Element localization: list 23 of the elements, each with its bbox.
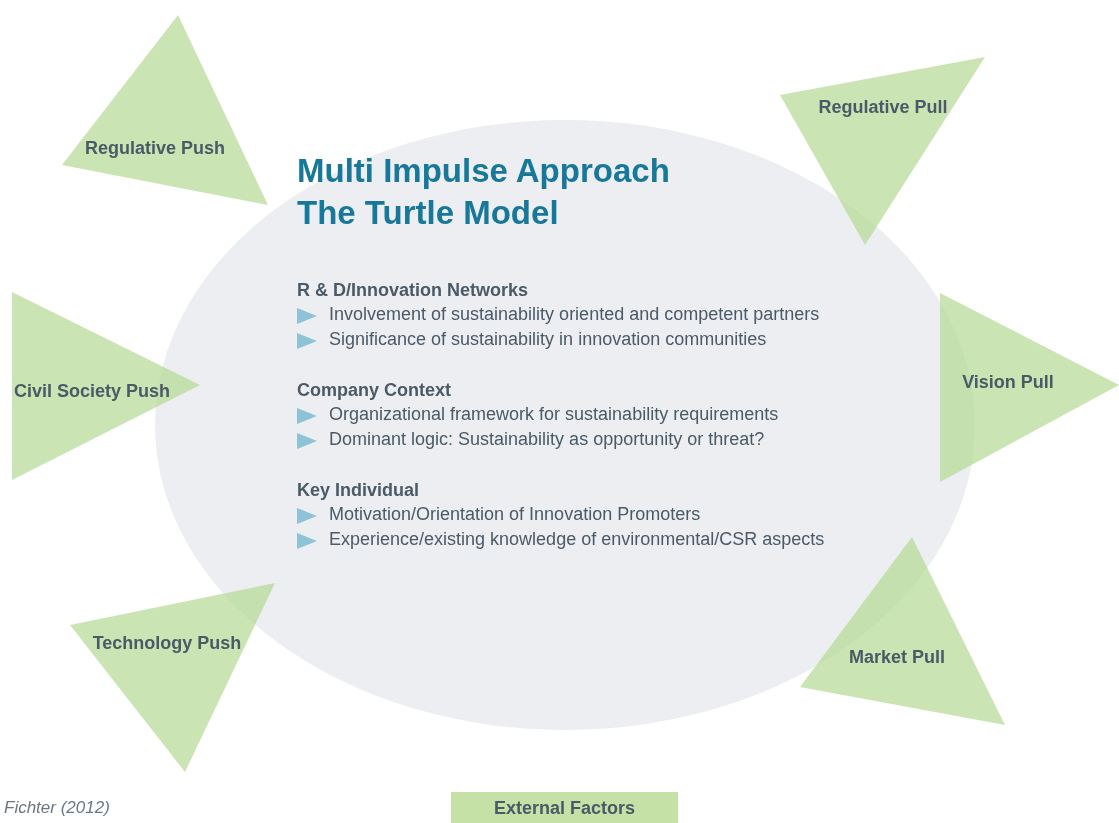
factor-label: Technology Push xyxy=(92,632,242,654)
triangle-shape xyxy=(62,15,268,205)
section-heading: Key Individual xyxy=(297,480,420,501)
bullet-text: Dominant logic: Sustainability as opportunity or threat? xyxy=(329,429,765,450)
factor-label: Civil Society Push xyxy=(13,380,171,402)
bullet-text: Organizational framework for sustainability requirements xyxy=(329,404,779,425)
bullet-text: Experience/existing knowledge of environmental/CSR aspects xyxy=(329,529,825,550)
factor-label: Vision Pull xyxy=(962,371,1054,393)
section-heading: Company Context xyxy=(297,380,451,401)
factor-label: Regulative Pull xyxy=(818,96,948,118)
bullet-text: Involvement of sustainability oriented and competent partners xyxy=(329,304,820,325)
title-text: Multi Impulse Approach The Turtle Model xyxy=(297,151,671,233)
factor-label: Market Pull xyxy=(849,646,945,668)
section-heading: R & D/Innovation Networks xyxy=(297,280,529,301)
triangle-shape xyxy=(12,292,200,480)
factor-label: Regulative Push xyxy=(85,137,225,159)
legend-label: External Factors xyxy=(493,797,636,818)
source-citation: Fichter (2012) xyxy=(4,798,110,818)
bullet-text: Significance of sustainability in innovation communities xyxy=(329,329,767,350)
bullet-text: Motivation/Orientation of Innovation Promoters xyxy=(329,504,701,525)
triangle-shape xyxy=(780,57,985,245)
triangle-shape xyxy=(70,583,275,772)
triangle-shape xyxy=(940,293,1119,482)
